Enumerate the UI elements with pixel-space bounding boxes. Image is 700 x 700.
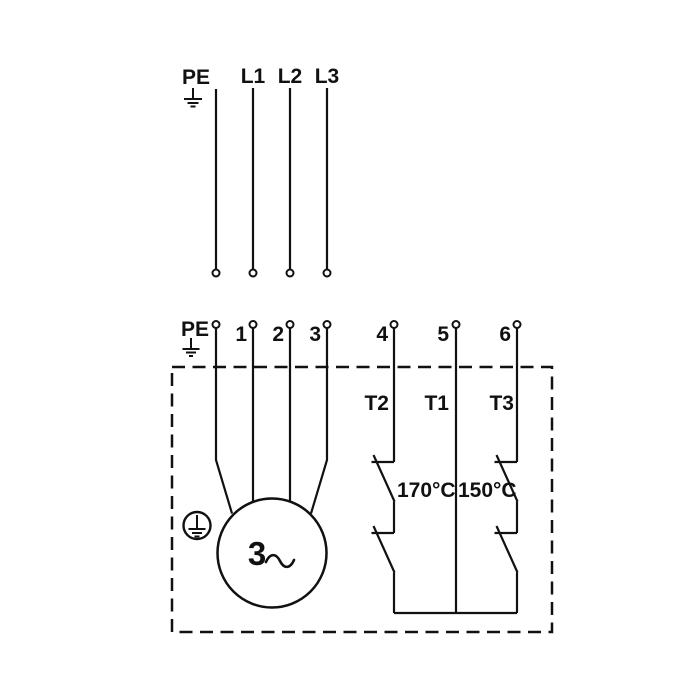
supply-l3-label: L3	[315, 65, 340, 88]
supply-l2-label: L2	[278, 65, 303, 88]
t3-contact1-blade	[495, 454, 519, 502]
thermal-switch-t3	[494, 328, 519, 613]
box-pe-label: PE	[181, 318, 209, 341]
terminal-label-5: 5	[437, 323, 449, 346]
terminal-box: PE 1 2 3 4 5 6 3	[170, 318, 554, 634]
t2-contact1-blade	[372, 454, 396, 502]
terminal-circle-6	[512, 320, 522, 329]
incoming-supply: PE L1 L2 L3	[182, 65, 340, 278]
sensor-t2-label: T2	[364, 392, 389, 415]
motor-phase-count: 3	[248, 535, 266, 572]
motor-wire-pe	[214, 328, 234, 514]
terminal-circle-5	[451, 320, 461, 329]
terminal-label-3: 3	[309, 323, 321, 346]
wire-end-terminal-l3	[322, 268, 332, 278]
terminal-circle-2	[285, 320, 295, 329]
t2-temperature: 170°C	[397, 479, 456, 502]
t2-contact2-blade	[372, 525, 396, 573]
terminal-circle-4	[389, 320, 399, 329]
terminal-label-4: 4	[376, 323, 388, 346]
terminal-circle-pe	[211, 320, 221, 329]
terminal-label-6: 6	[499, 323, 511, 346]
terminal-label-2: 2	[272, 323, 284, 346]
enclosure-dashed-border	[170, 365, 554, 634]
sensor-t1-label: T1	[424, 392, 449, 415]
motor-circle	[216, 497, 328, 609]
protective-earth-icon	[182, 510, 212, 541]
motor-wire-3	[309, 328, 329, 514]
wire-end-terminal-l1	[248, 268, 258, 278]
supply-l1-label: L1	[241, 65, 266, 88]
t3-contact2-blade	[495, 525, 519, 573]
earth-ground-icon-box	[182, 338, 200, 357]
ac-tilde-icon	[264, 553, 296, 569]
wire-end-terminal-pe	[211, 268, 221, 278]
earth-ground-icon	[184, 88, 202, 108]
terminal-circle-1	[248, 320, 258, 329]
thermal-switch-t2	[371, 328, 396, 613]
terminal-label-1: 1	[235, 323, 247, 346]
terminal-circle-3	[322, 320, 332, 329]
sensor-t3-label: T3	[489, 392, 514, 415]
protective-earth-ring	[182, 510, 212, 541]
supply-pe-label: PE	[182, 66, 210, 89]
t3-temperature: 150°C	[458, 479, 517, 502]
wire-end-terminal-l2	[285, 268, 295, 278]
